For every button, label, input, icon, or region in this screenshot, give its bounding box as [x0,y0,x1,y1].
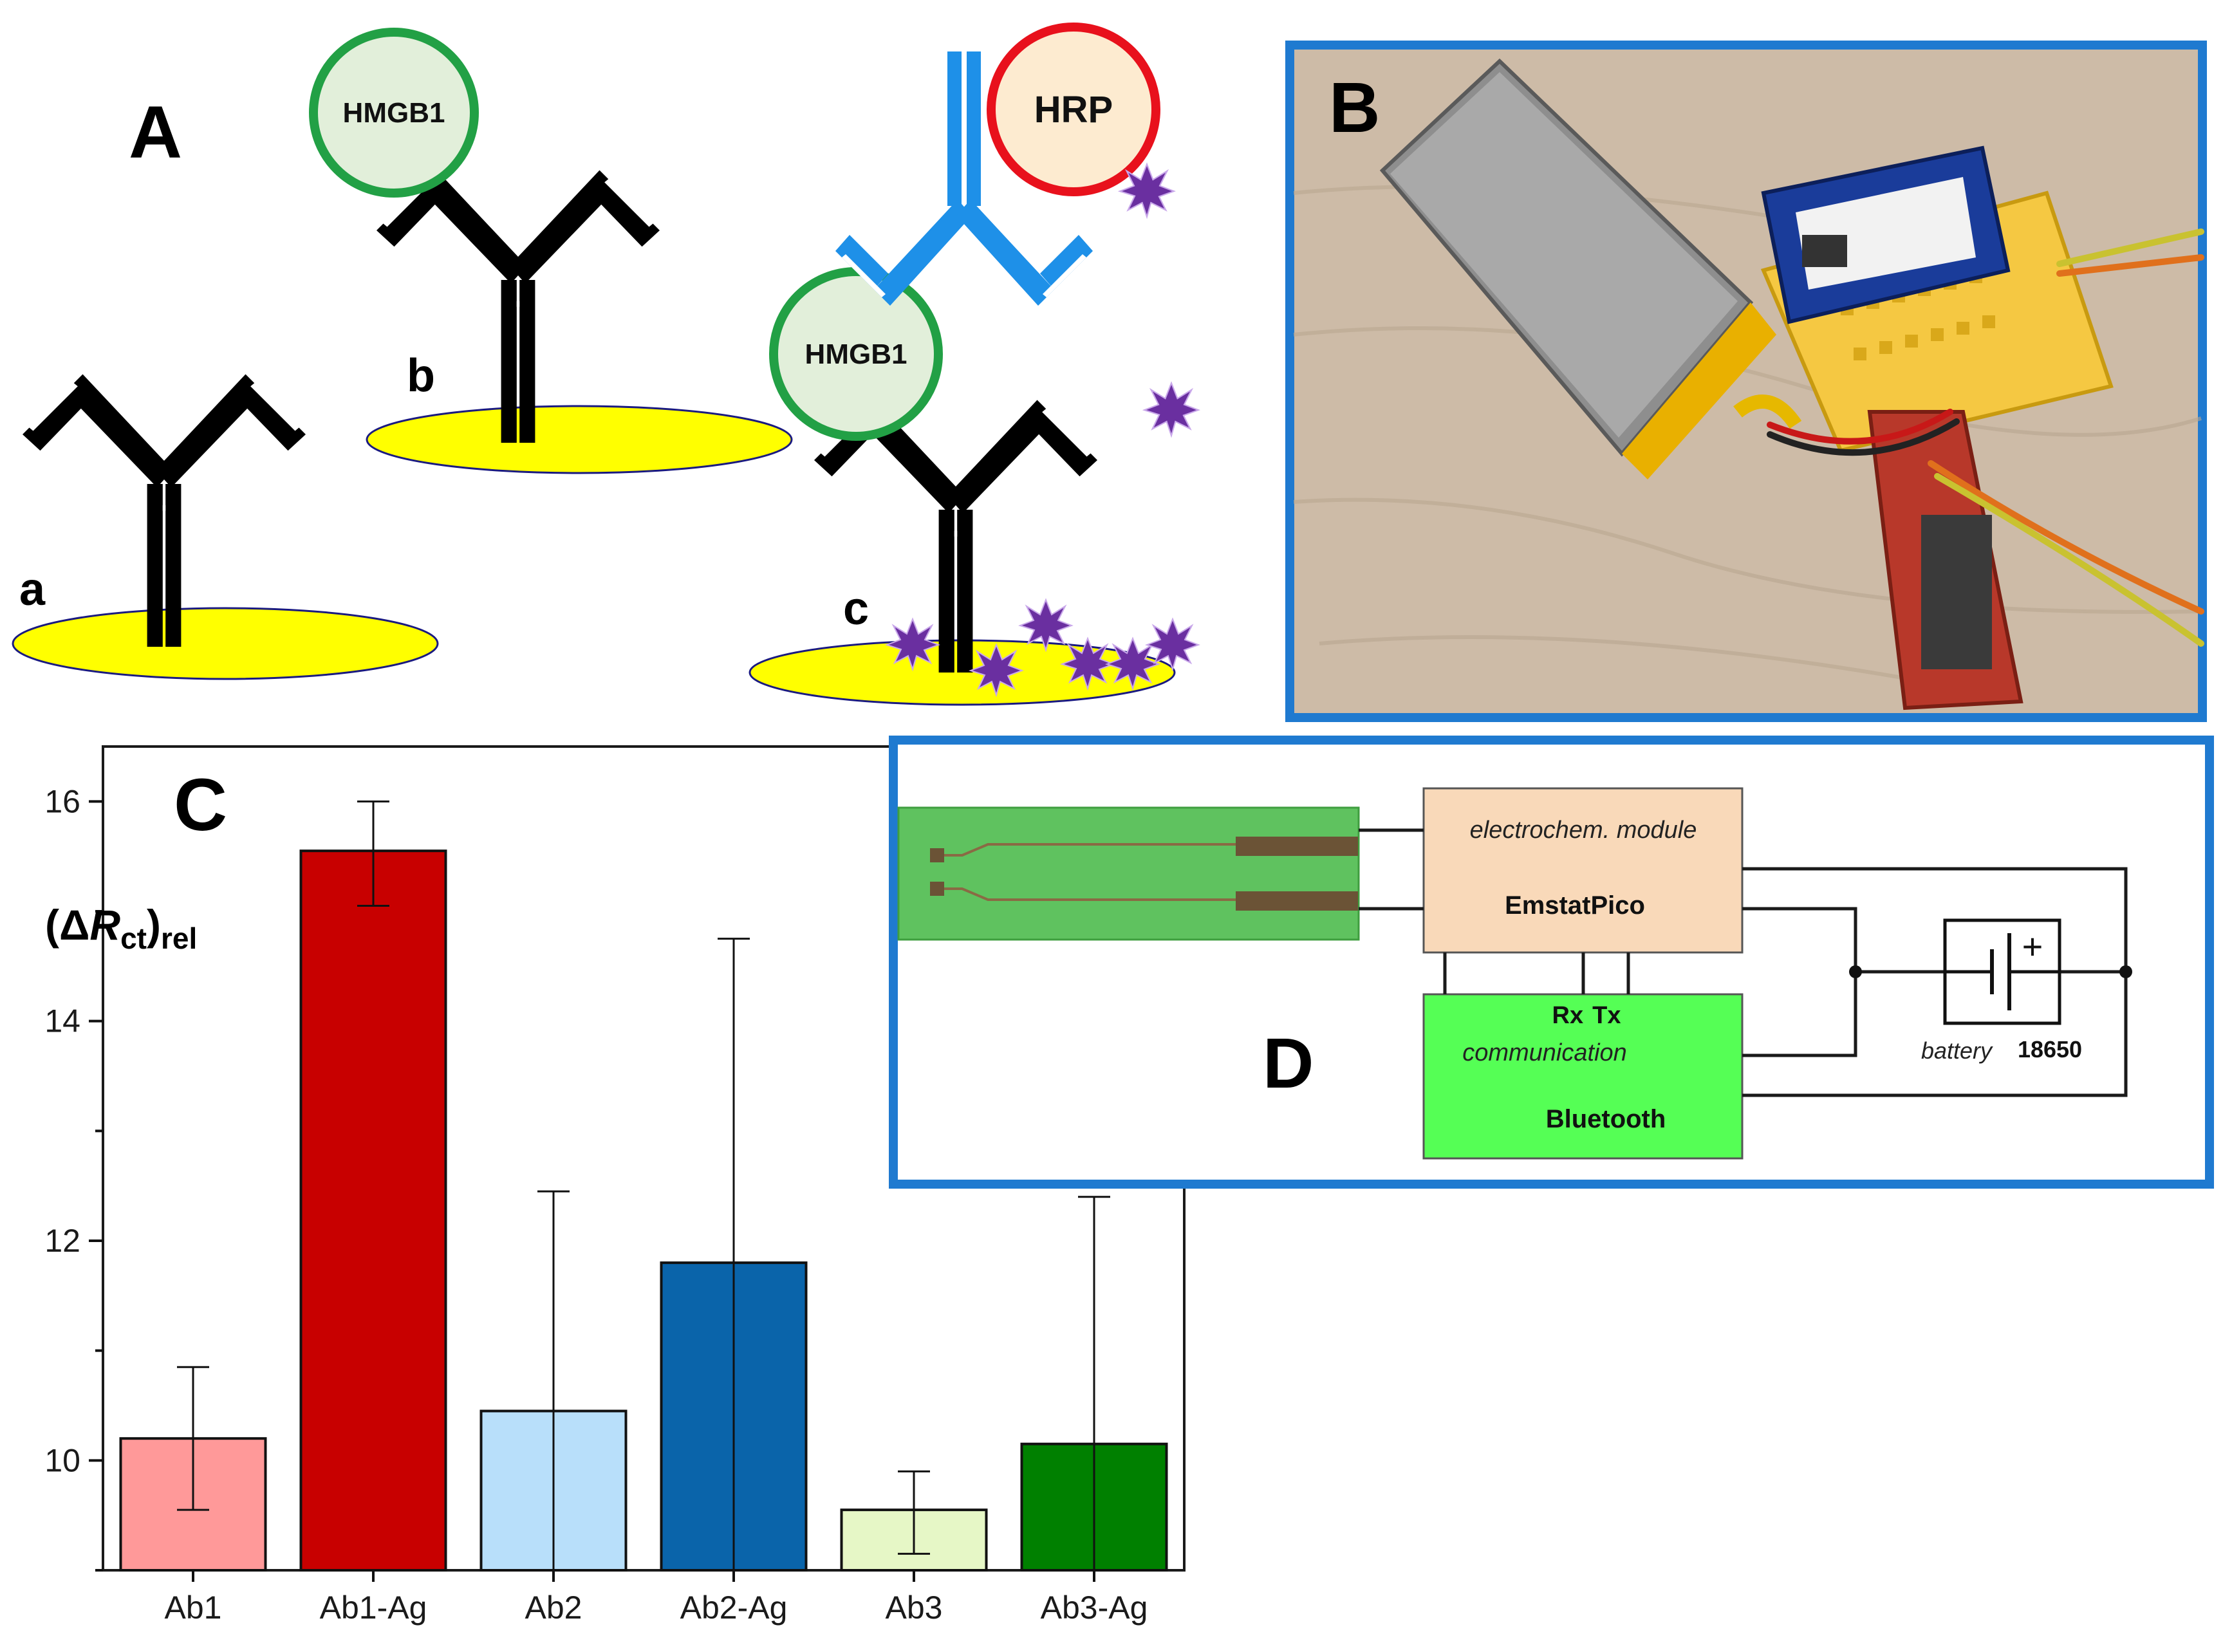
x-tick-label-ab1: Ab1 [165,1590,222,1626]
hmgb1-label-c: HMGB1 [805,339,907,370]
sensor-strip [897,806,1360,941]
emstat-board [1761,145,2011,324]
error-bar-ab1-ag [357,800,389,907]
electrochem-module-box [1422,787,1744,954]
bluetooth-box [1422,993,1744,1160]
panel-b-letter: B [1329,68,1380,147]
bar-ab1-ag [299,849,447,1572]
electrode-surface-b [366,405,793,474]
battery-symbol: + [1943,918,2061,1025]
panel-d-letter: D [1263,1024,1314,1103]
panel-c-bar-chart: 10 12 14 16 Ab1 Ab1-Ag Ab2 Ab2-Ag Ab3 Ab3-Ag C (… [44,745,1186,1626]
error-bar-ab1 [177,1366,209,1511]
error-bar-ab3 [898,1470,930,1555]
panel-b: B [1285,41,2207,722]
error-bar-ab2-ag [718,938,750,1570]
battery-plus-sign: + [2022,926,2043,967]
y-axis-title: (ΔRct)rel [45,901,197,955]
y-axis: 10 12 14 16 [44,783,103,1572]
error-bar-ab3-ag [1078,1196,1110,1570]
capture-antibody-b [377,170,660,443]
y-tick-label-10: 10 [44,1442,80,1478]
y-tick-label-14: 14 [44,1003,80,1039]
stage-label-b: b [407,350,435,402]
lipo-battery [1379,58,1802,479]
panel-a: A a b HMGB1 c HMGB1 HRP [12,23,1200,706]
circuit-wires [1359,828,2128,1097]
x-axis: Ab1 Ab1-Ag Ab2 Ab2-Ag Ab3 Ab3-Ag [165,1570,1148,1626]
panel-a-letter: A [129,91,182,174]
bluetooth-label: Bluetooth [1546,1105,1666,1133]
electrochem-module-title: electrochem. module [1470,817,1697,844]
stage-label-c: c [843,583,869,635]
battery-label: battery [1921,1037,1993,1064]
secondary-antibody [835,51,1093,306]
panel-c-letter: C [174,764,227,846]
junction-node-right [2119,965,2132,978]
x-tick-label-ab2: Ab2 [525,1590,582,1626]
emstatpico-label: EmstatPico [1505,891,1645,920]
x-tick-label-ab1-ag: Ab1-Ag [320,1590,427,1626]
hmgb1-label-b: HMGB1 [343,97,445,129]
battery-type-label: 18650 [2018,1036,2082,1063]
communication-label: communication [1462,1039,1627,1066]
junction-node-left [1849,965,1862,978]
error-bars-layer [177,800,1110,1570]
electrode-surface-a [12,607,439,680]
bluetooth-board [1867,410,2023,710]
y-tick-label-16: 16 [44,783,80,819]
error-bar-ab2 [537,1190,570,1570]
y-tick-label-12: 12 [44,1223,80,1259]
panel-b-frame [1285,41,2207,722]
wires [1767,228,2204,647]
x-tick-label-ab3: Ab3 [886,1590,943,1626]
x-tick-label-ab2-ag: Ab2-Ag [680,1590,788,1626]
x-tick-label-ab3-ag: Ab3-Ag [1041,1590,1148,1626]
hrp-label: HRP [1034,89,1113,131]
hrp-enzyme [987,23,1160,196]
stage-label-a: a [19,564,46,615]
hmgb1-antigen-b [309,28,479,198]
capture-antibody-a [22,374,306,647]
